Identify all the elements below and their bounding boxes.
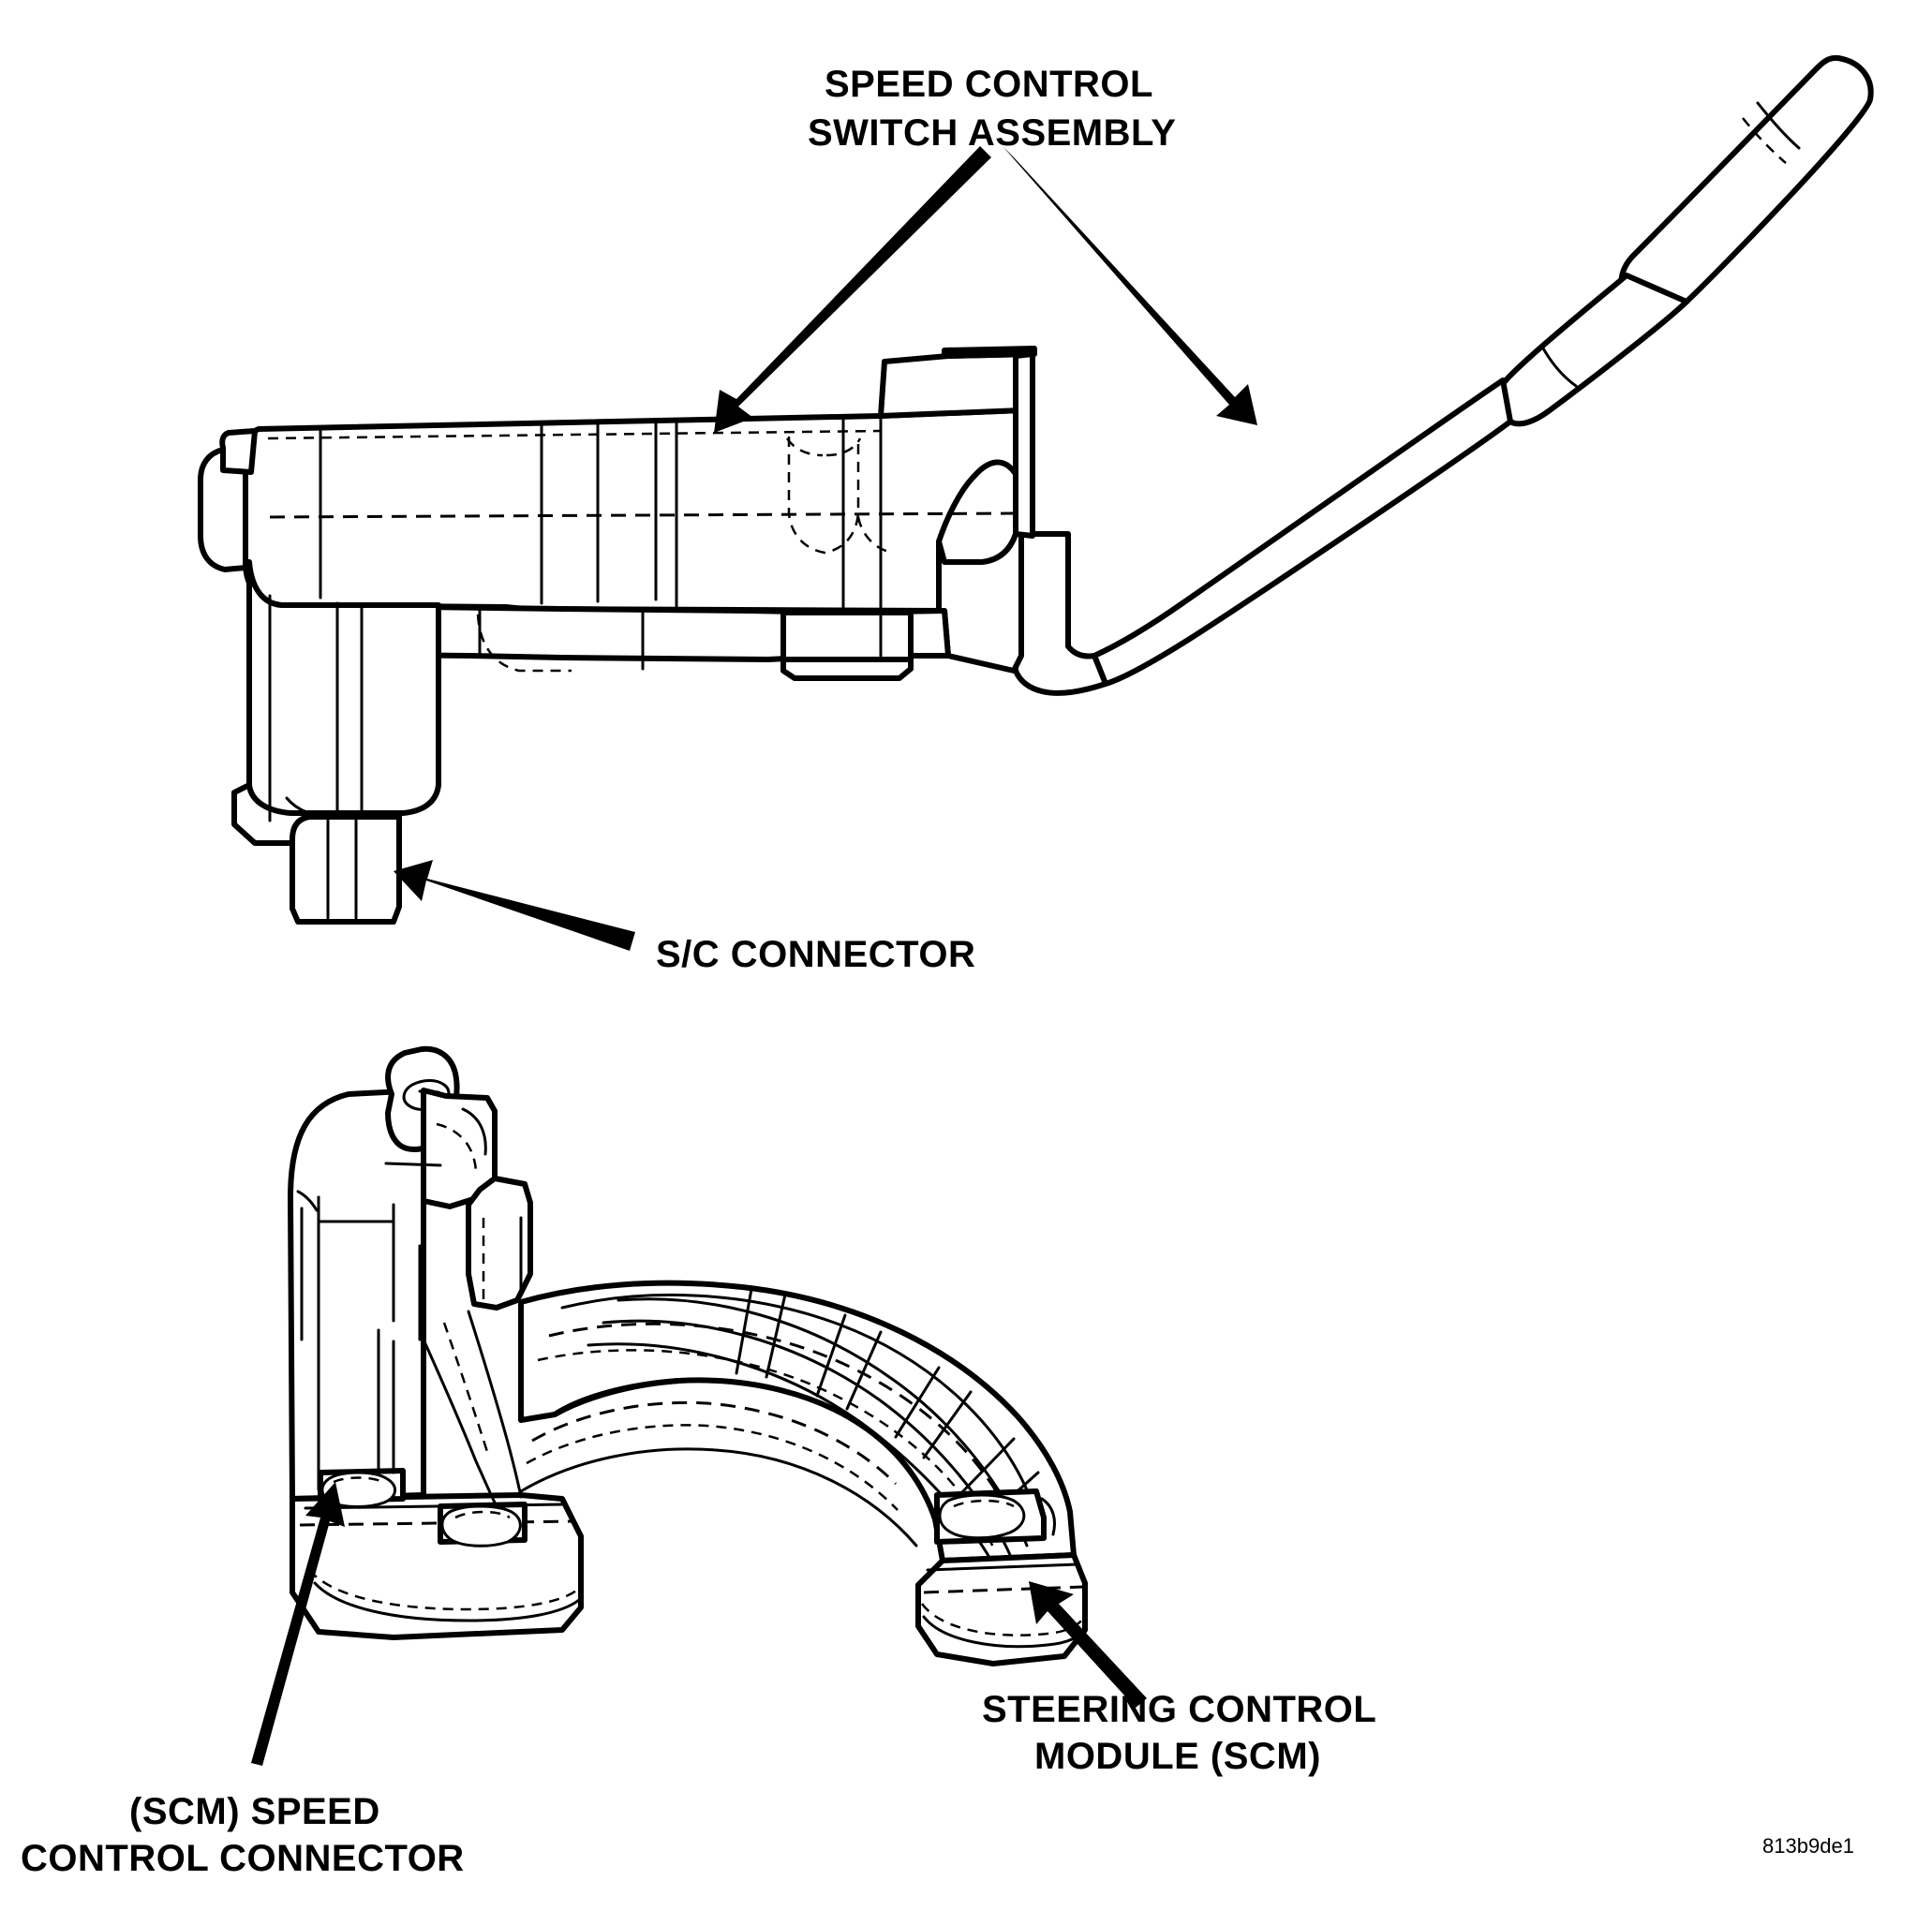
left-pad-lower-hidden bbox=[308, 1569, 582, 1611]
left-boss-hole-hidden bbox=[333, 1476, 383, 1484]
rocker-recess-top-hidden bbox=[785, 437, 824, 457]
body-inner-fillet-hidden bbox=[476, 614, 572, 673]
tower-corner-fillet bbox=[296, 1190, 319, 1212]
arc-rib-4 bbox=[845, 1330, 883, 1411]
switch-bottom-barrel bbox=[246, 559, 441, 816]
steering-control-module-drawing: STEERING CONTROL MODULE (SCM) (SCM) SPEE… bbox=[21, 1045, 1376, 1879]
switch-upper-riser-cap bbox=[942, 346, 1037, 359]
switch-rear-barrel-lip bbox=[231, 782, 295, 846]
scm-right-pad-body bbox=[915, 1552, 1088, 1666]
rocker-recess-side-hidden bbox=[856, 516, 893, 555]
callout-label-line1: SPEED CONTROL bbox=[825, 64, 1153, 105]
callout-label-scm-connector-line2: CONTROL CONNECTOR bbox=[21, 1838, 465, 1879]
shoulder-seam bbox=[384, 1162, 442, 1167]
arc-rib-5 bbox=[894, 1366, 941, 1439]
arc-top-inner-edge bbox=[560, 1293, 1033, 1501]
stalk-knob-seam-2-hidden bbox=[1742, 117, 1787, 164]
callout-label-sc-connector: S/C CONNECTOR bbox=[656, 934, 975, 975]
callout-label-scm-line2: MODULE (SCM) bbox=[1034, 1736, 1321, 1777]
switch-housing bbox=[198, 346, 1037, 925]
shoulder-fillet-hidden bbox=[436, 1122, 478, 1176]
arc-rib-1 bbox=[735, 1287, 753, 1375]
body-centerline-hidden bbox=[269, 511, 1015, 519]
leader-line-scm bbox=[1029, 1581, 1147, 1708]
arc-concentric-1 bbox=[617, 1297, 1029, 1547]
leader-line-right bbox=[1003, 146, 1257, 425]
scm-gusset-2 bbox=[467, 1310, 523, 1499]
switch-lower-boss-body bbox=[780, 610, 914, 662]
callout-scm-speed-control-connector: (SCM) SPEED CONTROL CONNECTOR bbox=[21, 1482, 465, 1879]
scm-gusset-1 bbox=[422, 1338, 497, 1504]
leader-line-left bbox=[714, 146, 991, 433]
left-pad-hidden-edge bbox=[299, 1519, 574, 1527]
scm-right-mounting-pad bbox=[915, 1488, 1088, 1666]
stalk-knob-seam-1 bbox=[1756, 101, 1801, 150]
arc-inner-face bbox=[519, 1447, 918, 1547]
scm-left-tower bbox=[288, 1045, 533, 1502]
stalk-shaft-collar-seam bbox=[1540, 345, 1578, 388]
arc-inner-hidden-1 bbox=[531, 1400, 898, 1486]
shoulder-fillet-1 bbox=[461, 1107, 487, 1156]
left-pad-lower-contour bbox=[313, 1581, 581, 1622]
switch-left-tab bbox=[219, 428, 258, 475]
arc-rib-2 bbox=[765, 1293, 787, 1379]
callout-speed-control-switch-assembly: SPEED CONTROL SWITCH ASSEMBLY bbox=[714, 64, 1257, 433]
body-top-inner-hidden bbox=[267, 429, 882, 440]
scm-gusset-hidden bbox=[442, 1322, 491, 1459]
rocker-recess-hidden bbox=[787, 437, 860, 555]
arc-inner-lip bbox=[552, 1378, 681, 1417]
rocker-recess-top2-hidden bbox=[825, 437, 862, 457]
scm-left-mounting-pad bbox=[290, 1310, 584, 1640]
switch-stalk-lever bbox=[1013, 54, 1874, 696]
callout-steering-control-module: STEERING CONTROL MODULE (SCM) bbox=[982, 1581, 1376, 1777]
leader-line-scm-connector bbox=[251, 1482, 345, 1766]
figure-id-label: 813b9de1 bbox=[1762, 1834, 1854, 1858]
right-boss-hole-hidden bbox=[953, 1499, 1015, 1508]
switch-upper-riser-left bbox=[878, 351, 1035, 419]
switch-sc-connector-stub bbox=[290, 814, 402, 925]
arc-rib-3 bbox=[815, 1313, 847, 1398]
callout-label-scm-line1: STEERING CONTROL bbox=[982, 1689, 1376, 1730]
stalk-bend-root bbox=[1013, 531, 1108, 696]
right-pad-top-edge bbox=[926, 1562, 1079, 1572]
callout-sc-connector: S/C CONNECTOR bbox=[394, 860, 975, 975]
speed-control-switch-assembly-drawing: SPEED CONTROL SWITCH ASSEMBLY S/C CONNEC… bbox=[198, 54, 1874, 975]
callout-label-scm-connector-line1: (SCM) SPEED bbox=[129, 1791, 380, 1832]
arc-inner-hidden-2 bbox=[526, 1424, 899, 1511]
scm-left-inner-boss-hole bbox=[440, 1504, 522, 1547]
leader-line-sc-connector bbox=[394, 860, 635, 951]
callout-label-line2: SWITCH ASSEMBLY bbox=[808, 112, 1176, 154]
left-inner-boss-hole-hidden bbox=[454, 1510, 511, 1519]
switch-left-endcap bbox=[198, 445, 248, 572]
right-boss-fillet bbox=[1040, 1497, 1056, 1536]
arc-mid-hidden bbox=[548, 1322, 1016, 1526]
scm-tower-body bbox=[288, 1088, 426, 1502]
right-pad-hidden-edge bbox=[923, 1585, 1084, 1594]
scm-right-mounting-boss-hole bbox=[938, 1493, 1026, 1540]
